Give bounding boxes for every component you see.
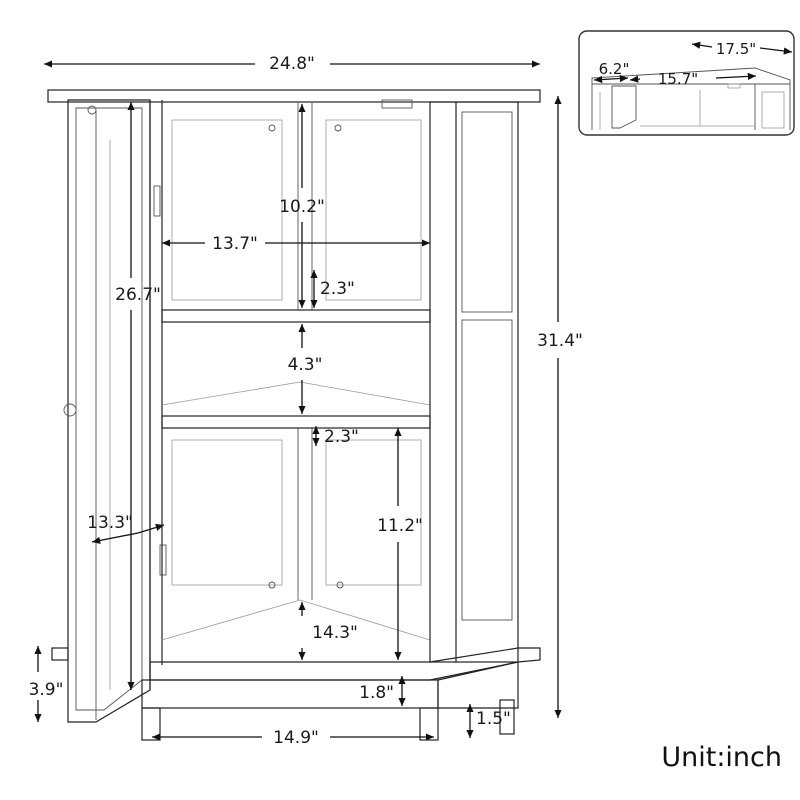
dimension-lines (34, 60, 562, 741)
total-width-label: 24.8" (269, 54, 315, 74)
upper-shelf (161, 309, 431, 323)
door-knob (63, 403, 77, 417)
door-height-label: 26.7" (115, 285, 161, 305)
middle-compartment-label: 4.3" (288, 355, 323, 375)
total-height-label: 31.4" (537, 331, 583, 351)
middle-shelf-gap-label: 2.3" (324, 427, 359, 447)
base-height-label: 3.9" (29, 680, 64, 700)
leg-height-label: 1.5" (476, 709, 511, 729)
inset-depth-label: 17.5" (716, 40, 756, 58)
plinth-height-label: 1.8" (359, 683, 394, 703)
lower-upper-label: 11.2" (377, 516, 423, 536)
inset-front-label: 15.7" (658, 70, 698, 88)
dimension-labels: 24.8" 31.4" 26.7" 13.7" 10.2" 2.3" 4.3" … (29, 54, 583, 748)
unit-label: Unit:inch (661, 742, 782, 773)
top-shelf-gap-label: 2.3" (320, 279, 355, 299)
inset-side-label: 6.2" (599, 60, 630, 78)
lower-compartment-label: 14.3" (312, 623, 358, 643)
door-width-label: 13.3" (87, 513, 133, 533)
cabinet-drawing (47, 89, 541, 741)
bottom-width-label: 14.9" (273, 728, 319, 748)
inset-view: 17.5" 6.2" 15.7" (578, 30, 795, 136)
middle-shelf (161, 415, 431, 429)
open-door (67, 99, 151, 723)
top-compartment-label: 10.2" (279, 197, 325, 217)
inner-width-label: 13.7" (212, 234, 258, 254)
right-side-panel (429, 101, 519, 663)
